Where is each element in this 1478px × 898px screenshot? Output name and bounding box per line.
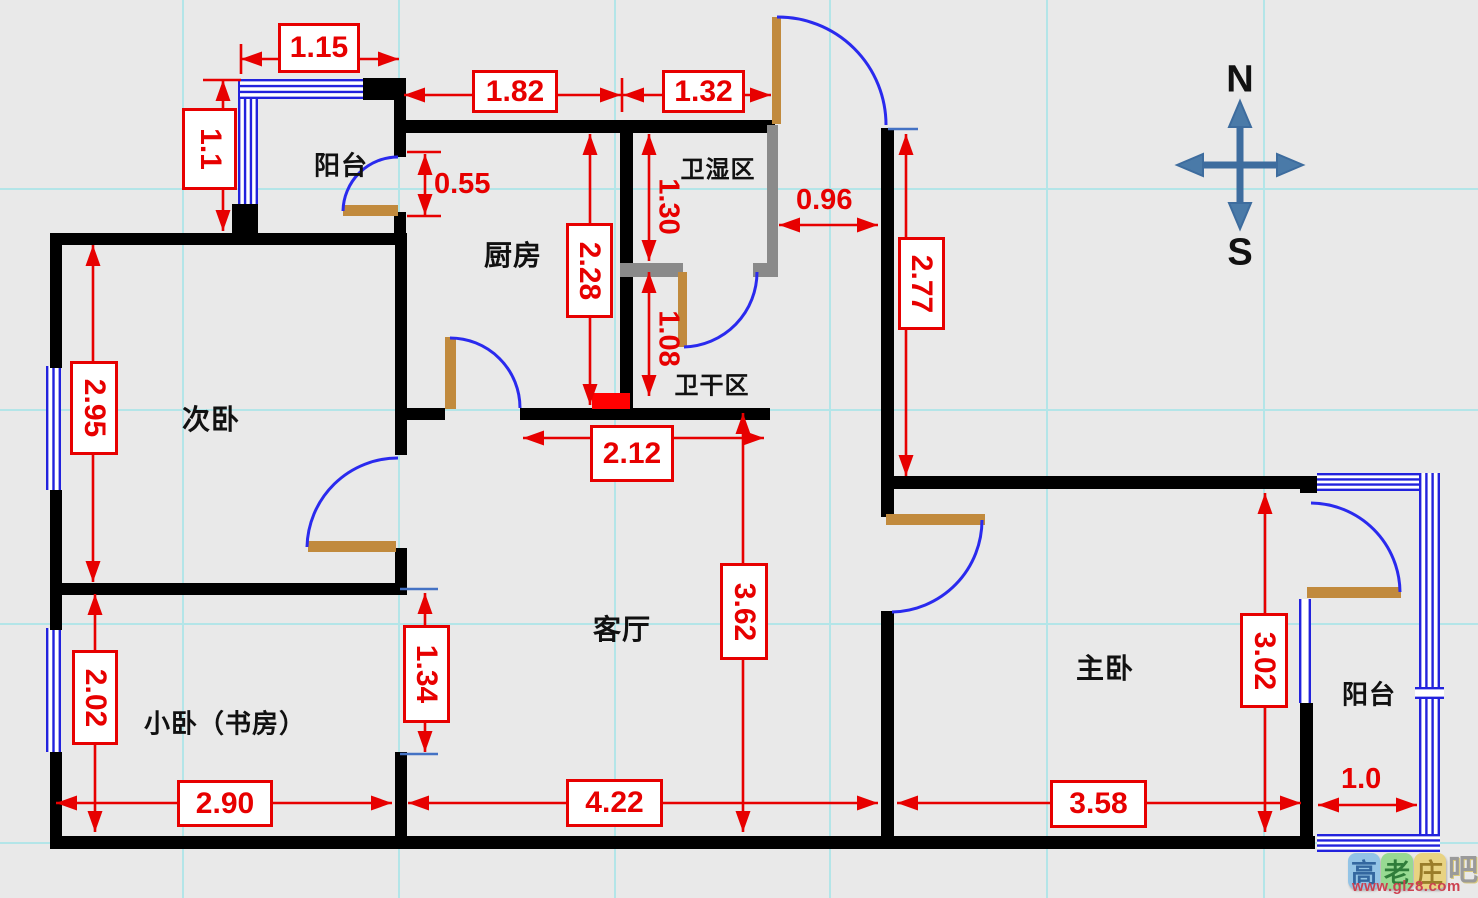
compass-arrowhead	[1227, 202, 1253, 232]
dimension-arrowhead	[582, 384, 598, 405]
dimension-arrowhead	[750, 87, 771, 103]
window	[1415, 687, 1444, 699]
window	[1317, 834, 1440, 852]
wall	[881, 128, 894, 517]
window	[240, 79, 363, 99]
window	[1317, 473, 1440, 491]
wall	[1300, 703, 1313, 848]
dimension-arrowhead	[408, 795, 429, 811]
dimension-arrowhead	[417, 593, 433, 614]
dimension-arrowhead	[85, 561, 101, 582]
door-swing-arc	[776, 15, 888, 126]
partition-wall	[753, 263, 778, 277]
wall	[881, 611, 894, 848]
dimension-arrowhead	[779, 217, 800, 233]
door-swing-arc	[891, 519, 984, 614]
door-leaf	[343, 205, 398, 216]
dimension-arrowhead	[417, 194, 433, 215]
wall	[1300, 476, 1317, 493]
window	[238, 80, 258, 204]
wall	[881, 476, 1317, 489]
dimension-arrowhead	[641, 375, 657, 396]
dimension-arrowhead	[56, 795, 77, 811]
dimension-arrowhead	[1280, 795, 1301, 811]
dimension-arrowhead	[241, 51, 262, 67]
door-swing-arc	[683, 271, 759, 349]
dimension-arrowhead	[371, 795, 392, 811]
door-leaf	[445, 337, 456, 409]
window	[1299, 599, 1311, 703]
dimension-arrowhead	[215, 80, 231, 101]
dimension-arrowhead	[87, 594, 103, 615]
wall	[50, 233, 62, 368]
door-swing-arc	[449, 336, 522, 409]
dimension-arrowhead	[897, 795, 918, 811]
dimension-arrowhead	[623, 87, 644, 103]
dimension-arrowhead	[87, 811, 103, 832]
door-leaf	[886, 514, 985, 525]
wall	[232, 204, 258, 235]
dimension-arrowhead	[1318, 797, 1339, 813]
wall	[395, 233, 407, 455]
door-leaf	[678, 272, 687, 347]
wall	[394, 212, 406, 235]
door-leaf	[1307, 587, 1401, 598]
dimension-arrowhead	[857, 795, 878, 811]
wall	[394, 78, 406, 157]
compass-arrowhead	[1276, 152, 1306, 178]
dimension-arrowhead	[600, 87, 621, 103]
dimension-arrowhead	[857, 217, 878, 233]
dimension-arrowhead	[898, 455, 914, 476]
door-swing-arc	[305, 456, 399, 548]
wall	[395, 752, 407, 848]
dimension-arrowhead	[378, 51, 399, 67]
partition-wall	[620, 263, 683, 277]
wall	[363, 78, 403, 100]
dimension-arrowhead	[1396, 797, 1417, 813]
dimension-arrowhead	[417, 154, 433, 175]
dimension-arrowhead	[404, 87, 425, 103]
door-leaf	[772, 17, 781, 124]
wall	[50, 752, 62, 848]
door-swing-arc	[1310, 501, 1402, 593]
dimension-arrowhead	[641, 272, 657, 293]
compass-arrowhead	[1174, 152, 1204, 178]
wall	[50, 836, 1315, 849]
dimension-arrowhead	[523, 430, 544, 446]
wall	[50, 490, 62, 630]
dimension-arrowhead	[417, 731, 433, 752]
dimension-arrowhead	[215, 210, 231, 231]
red-wall-marker	[592, 393, 630, 409]
door-leaf	[308, 541, 396, 552]
dimension-arrowhead	[1257, 493, 1273, 514]
dimension-arrowhead	[1257, 811, 1273, 832]
wall	[395, 408, 445, 420]
wall	[520, 408, 770, 420]
wall	[394, 120, 775, 133]
dimension-arrowhead	[85, 245, 101, 266]
dimension-arrowhead	[735, 413, 751, 434]
dimension-arrowhead	[735, 811, 751, 832]
window	[1419, 473, 1440, 852]
door-swing-arc	[341, 155, 399, 212]
dimension-arrowhead	[743, 430, 764, 446]
partition-wall	[767, 125, 778, 270]
dimension-arrowhead	[641, 134, 657, 155]
compass-arrowhead	[1227, 98, 1253, 128]
dimension-arrowhead	[641, 240, 657, 261]
wall	[50, 233, 407, 245]
wall	[50, 583, 407, 595]
dimension-arrowhead	[898, 134, 914, 155]
dimension-arrowhead	[582, 134, 598, 155]
